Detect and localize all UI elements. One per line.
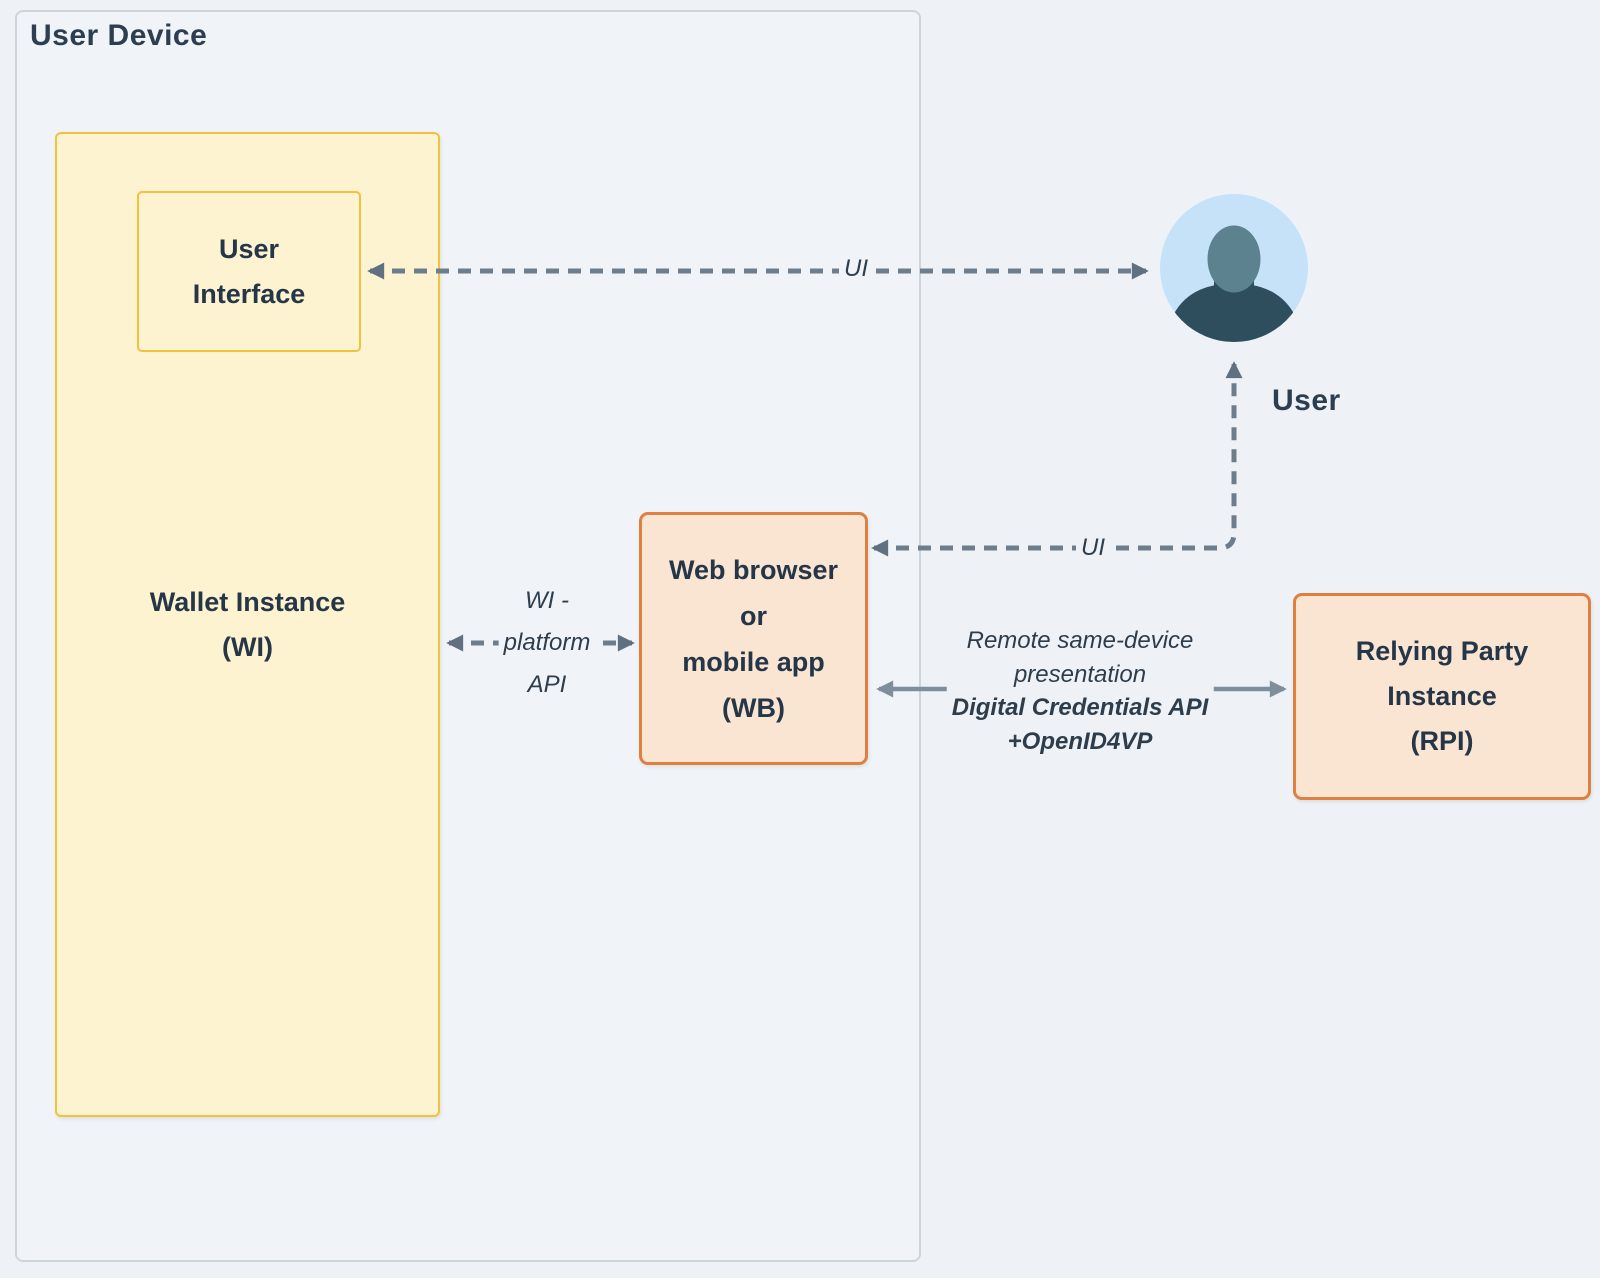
user-interface-line2: Interface [192,278,306,309]
remote-presentation-line2: presentation [1013,660,1147,688]
remote-presentation-line3: Digital Credentials API [951,694,1209,721]
user-interface-label: User Interface [193,227,306,317]
web-browser-node: Web browser or mobile app (WB) [639,512,868,765]
web-browser-line1: Web browser [668,554,839,585]
relying-party-label: Relying Party Instance (RPI) [1356,629,1529,764]
relying-party-line1: Relying Party [1355,636,1529,666]
ui-side-edge-label: UI [1076,532,1110,564]
remote-presentation-line1: Remote same-device [966,627,1194,654]
user-interface-line1: User [218,233,280,264]
user-interface-node: User Interface [137,191,361,352]
avatar-shoulders [1164,285,1304,342]
wi-platform-api-line1: WI - [525,587,569,614]
web-browser-line3: mobile app [682,646,825,677]
remote-presentation-edge-label: Remote same-device presentation Digital … [946,624,1214,758]
wi-platform-api-line2: platform [503,629,591,656]
relying-party-line2: Instance [1387,681,1497,711]
ui-side-arrow [871,361,1243,557]
remote-presentation-line4: +OpenID4VP [1007,727,1153,755]
web-browser-label: Web browser or mobile app (WB) [669,547,838,731]
relying-party-node: Relying Party Instance (RPI) [1293,593,1591,800]
wallet-instance-label: Wallet Instance (WI) [150,580,346,670]
user-label: User [1272,384,1341,417]
wi-platform-api-line3: API [527,671,567,698]
user-device-title: User Device [30,19,208,52]
wi-platform-api-edge-label: WI - platform API [498,580,596,706]
web-browser-line2: or [739,600,767,631]
web-browser-line4: (WB) [722,692,785,723]
ui-top-edge-label: UI [839,253,873,285]
user-icon [1160,194,1308,342]
avatar-head [1207,225,1261,293]
wallet-instance-line2: (WI) [222,631,273,662]
relying-party-line3: (RPI) [1410,726,1474,756]
wallet-instance-line1: Wallet Instance [149,586,346,617]
